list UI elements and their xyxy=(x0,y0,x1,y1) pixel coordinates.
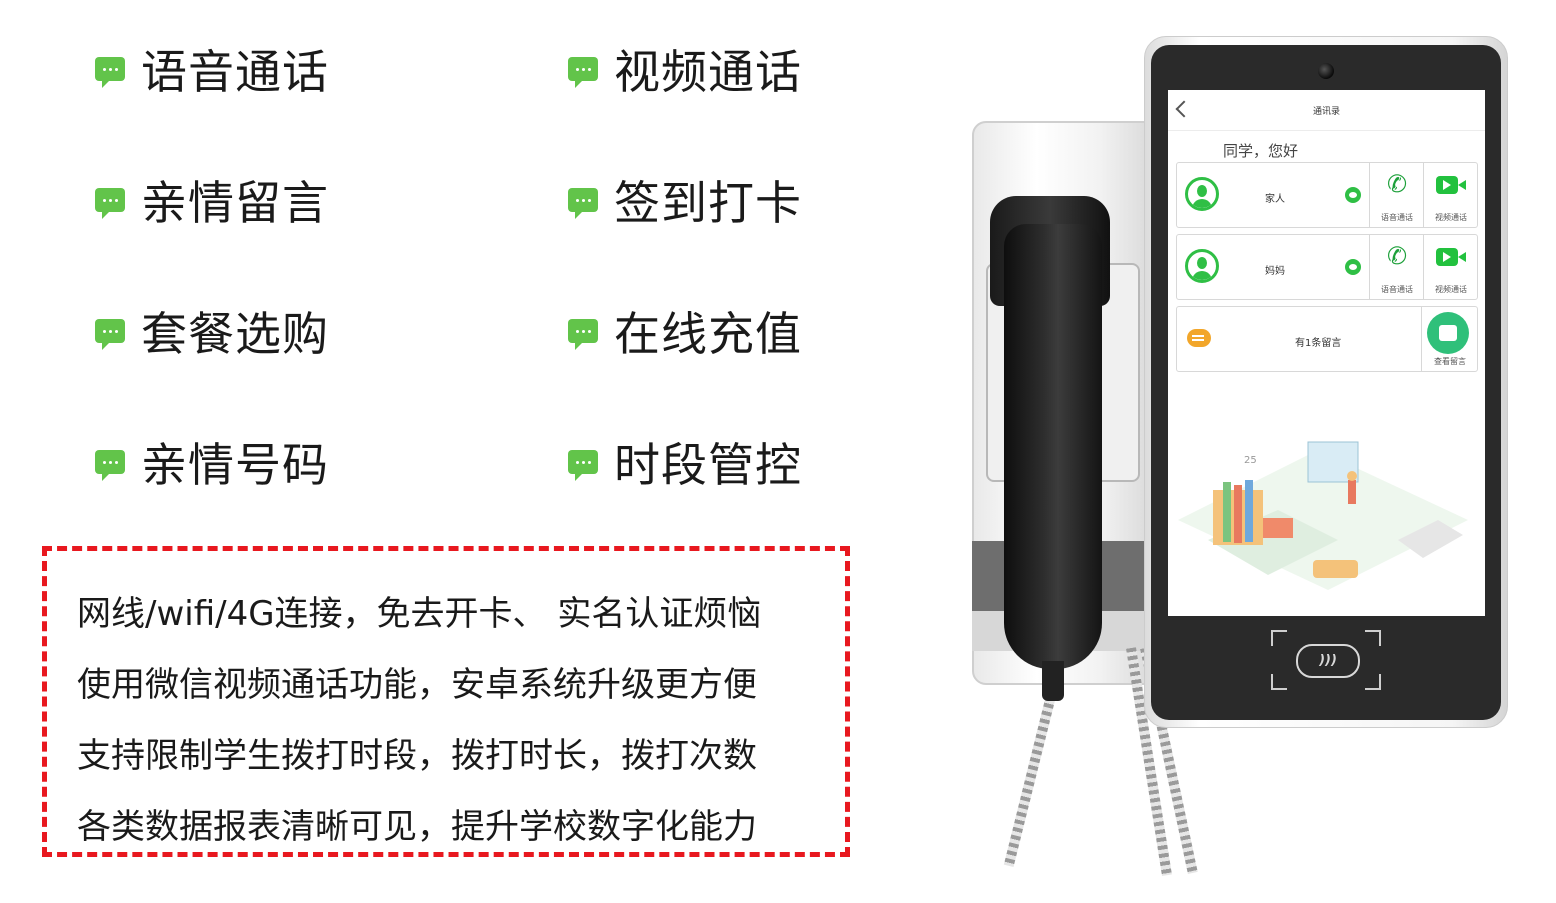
contact-card[interactable]: 家人 ✆ 语音通话 视频通话 xyxy=(1176,162,1478,228)
view-message-button[interactable]: 查看留言 xyxy=(1421,307,1478,371)
message-icon xyxy=(1187,329,1211,347)
chat-bubble-icon xyxy=(95,319,125,350)
view-message-label: 查看留言 xyxy=(1434,357,1466,366)
video-call-label: 视频通话 xyxy=(1435,285,1467,294)
metal-cord xyxy=(1003,694,1056,868)
device-screen: 通讯录 同学，您好 家人 ✆ 语音通话 视频通话 xyxy=(1168,90,1485,616)
feature-label: 语音通话 xyxy=(141,45,329,99)
voice-call-button[interactable]: ✆ 语音通话 xyxy=(1369,163,1424,227)
feature-time-control: 时段管控 xyxy=(568,429,802,495)
video-call-button[interactable]: 视频通话 xyxy=(1423,235,1478,299)
phone-icon: ✆ xyxy=(1386,170,1408,198)
phone-terminal-device: 通讯录 同学，您好 家人 ✆ 语音通话 视频通话 xyxy=(968,36,1513,876)
chat-bubble-icon xyxy=(568,188,598,219)
voice-call-label: 语音通话 xyxy=(1381,285,1413,294)
description-box: 网线/wifi/4G连接，免去开卡、 实名认证烦恼 使用微信视频通话功能，安卓系… xyxy=(42,546,850,857)
wechat-icon xyxy=(1345,187,1361,203)
description-line: 各类数据报表清晰可见，提升学校数字化能力 xyxy=(77,807,757,847)
description-line: 网线/wifi/4G连接，免去开卡、 实名认证烦恼 xyxy=(77,594,762,634)
feature-check-in: 签到打卡 xyxy=(568,167,802,233)
voice-call-button[interactable]: ✆ 语音通话 xyxy=(1369,235,1424,299)
school-illustration: 25 xyxy=(1178,441,1468,590)
feature-package-purchase: 套餐选购 xyxy=(95,298,329,364)
description-line: 支持限制学生拨打时段，拨打时长，拨打次数 xyxy=(77,736,757,776)
camera-icon xyxy=(1318,63,1334,79)
greeting-text: 同学，您好 xyxy=(1223,142,1299,160)
feature-label: 视频通话 xyxy=(614,45,802,99)
chat-bubble-icon xyxy=(95,188,125,219)
message-card[interactable]: 有1条留言 查看留言 xyxy=(1176,306,1478,372)
chat-bubble-icon xyxy=(568,57,598,88)
chat-bubble-icon xyxy=(568,319,598,350)
voice-call-label: 语音通话 xyxy=(1381,213,1413,222)
tablet-bezel: 通讯录 同学，您好 家人 ✆ 语音通话 视频通话 xyxy=(1151,45,1501,720)
feature-family-numbers: 亲情号码 xyxy=(95,429,329,495)
feature-label: 签到打卡 xyxy=(614,176,802,230)
video-call-label: 视频通话 xyxy=(1435,213,1467,222)
handset-cord-end xyxy=(1042,661,1064,701)
avatar-icon xyxy=(1185,177,1219,211)
feature-label: 亲情留言 xyxy=(141,176,329,230)
phone-icon: ✆ xyxy=(1386,242,1408,270)
avatar-icon xyxy=(1185,249,1219,283)
calendar-date: 25 xyxy=(1244,455,1257,466)
message-list-icon xyxy=(1427,312,1469,354)
tablet-body: 通讯录 同学，您好 家人 ✆ 语音通话 视频通话 xyxy=(1144,36,1508,728)
feature-online-recharge: 在线充值 xyxy=(568,298,802,364)
nfc-reader: ))) xyxy=(1271,630,1381,690)
nfc-icon: ))) xyxy=(1296,644,1360,678)
video-camera-icon xyxy=(1436,248,1466,266)
description-line: 使用微信视频通话功能，安卓系统升级更方便 xyxy=(77,665,757,705)
feature-label: 在线充值 xyxy=(614,307,802,361)
feature-video-call: 视频通话 xyxy=(568,36,802,102)
chat-bubble-icon xyxy=(95,57,125,88)
contact-name: 妈妈 xyxy=(1265,266,1285,277)
screen-header: 通讯录 xyxy=(1168,90,1485,131)
feature-label: 时段管控 xyxy=(614,438,802,492)
chat-bubble-icon xyxy=(568,450,598,481)
feature-voice-call: 语音通话 xyxy=(95,36,329,102)
contact-name: 家人 xyxy=(1265,194,1285,205)
message-text: 有1条留言 xyxy=(1295,338,1342,349)
feature-label: 套餐选购 xyxy=(141,307,329,361)
handset[interactable] xyxy=(1004,224,1102,669)
feature-family-message: 亲情留言 xyxy=(95,167,329,233)
screen-title: 通讯录 xyxy=(1312,107,1340,117)
chat-bubble-icon xyxy=(95,450,125,481)
video-call-button[interactable]: 视频通话 xyxy=(1423,163,1478,227)
video-camera-icon xyxy=(1436,176,1466,194)
contact-card[interactable]: 妈妈 ✆ 语音通话 视频通话 xyxy=(1176,234,1478,300)
feature-label: 亲情号码 xyxy=(141,438,329,492)
wechat-icon xyxy=(1345,259,1361,275)
